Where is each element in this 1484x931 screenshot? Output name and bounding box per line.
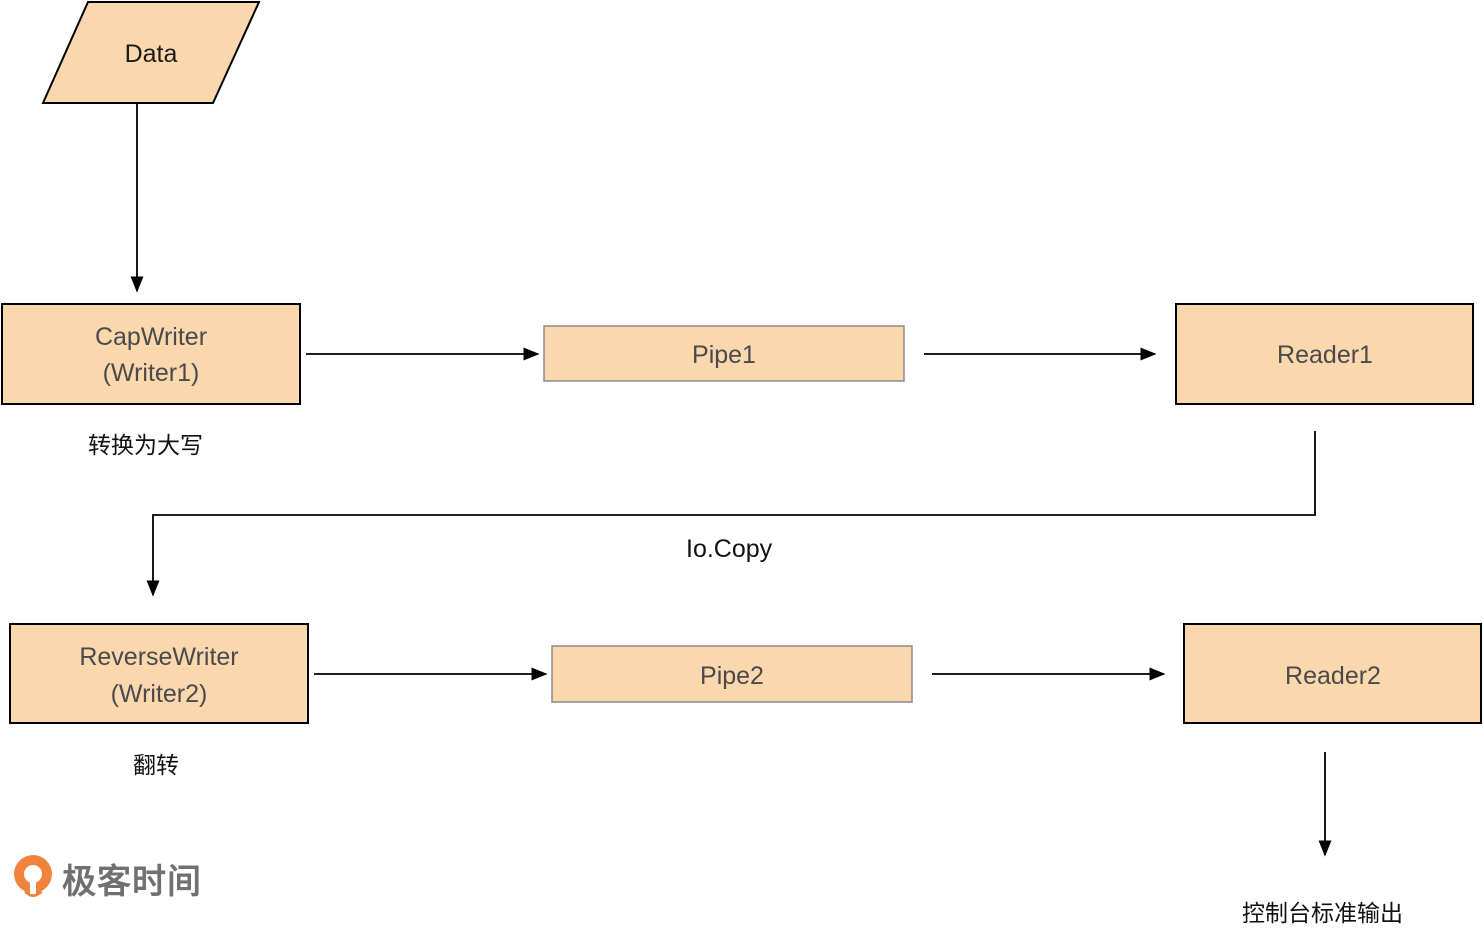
reader2-node <box>1183 623 1482 724</box>
io-copy-label: Io.Copy <box>686 535 773 563</box>
reader1-label: Reader1 <box>1277 341 1373 369</box>
capwriter-node <box>1 303 301 405</box>
output-label: 控制台标准输出 <box>1242 901 1403 927</box>
reversewriter-label-line2: (Writer2) <box>111 680 208 708</box>
pipe2-node <box>551 645 913 703</box>
capwriter-label-line1: CapWriter <box>95 323 207 351</box>
data-node <box>41 1 261 104</box>
reversewriter-node <box>9 623 309 724</box>
data-node-label: Data <box>125 40 178 68</box>
capwriter-note: 转换为大写 <box>88 433 203 459</box>
reader1-node <box>1175 303 1474 405</box>
geektime-logo-icon <box>14 855 52 897</box>
geektime-logo-text: 极客时间 <box>62 861 202 902</box>
geektime-logo: 极客时间 <box>10 852 202 904</box>
capwriter-label-line2: (Writer1) <box>103 359 200 387</box>
pipe2-label: Pipe2 <box>700 662 764 690</box>
reversewriter-label-line1: ReverseWriter <box>79 643 238 671</box>
reader2-label: Reader2 <box>1285 662 1381 690</box>
edge-reader1-reversewriter <box>146 431 1316 597</box>
reversewriter-note: 翻转 <box>133 753 179 779</box>
pipe1-label: Pipe1 <box>692 341 756 369</box>
pipe1-node <box>543 325 905 382</box>
